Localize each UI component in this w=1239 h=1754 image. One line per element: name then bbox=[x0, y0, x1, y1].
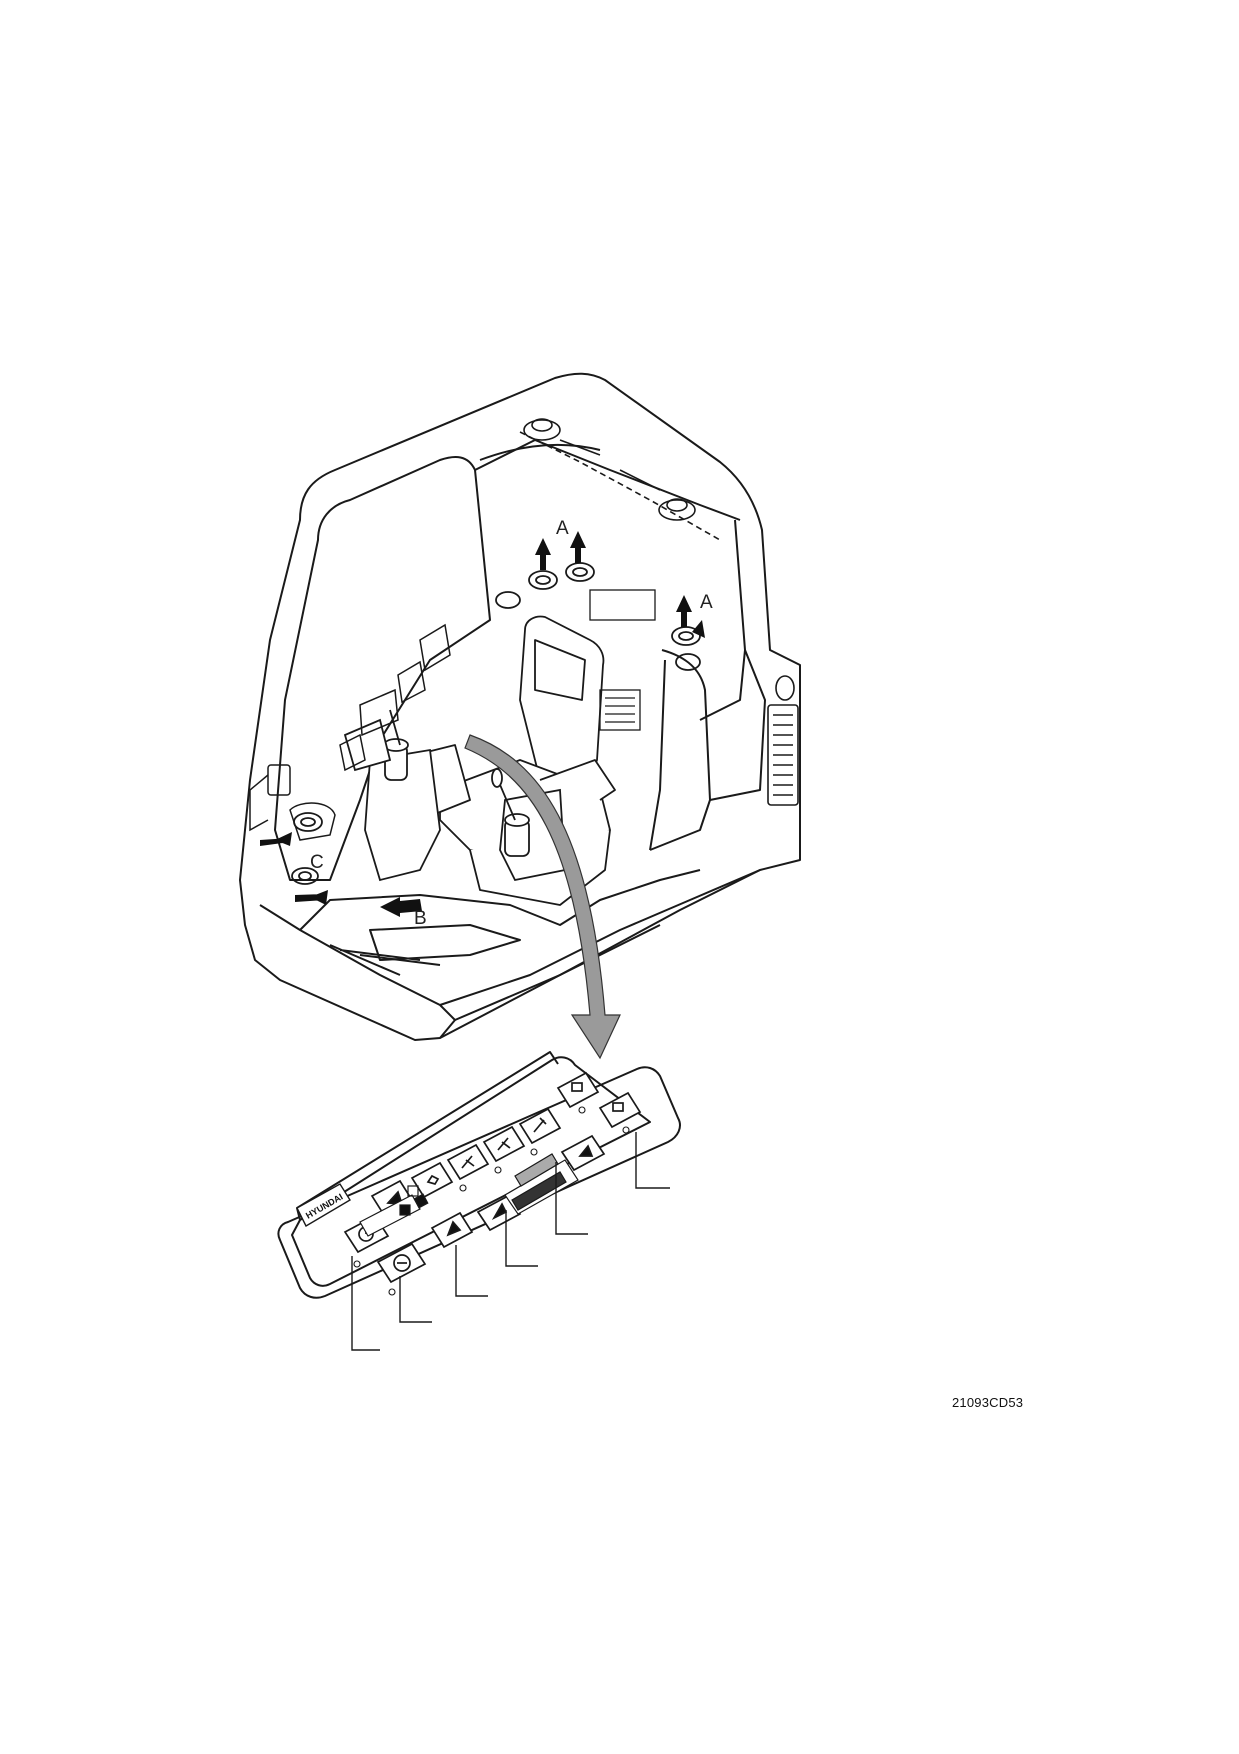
side-connector bbox=[767, 675, 799, 806]
cab-outline bbox=[239, 372, 801, 1041]
temp-display bbox=[359, 1185, 429, 1237]
defrost-front-button[interactable] bbox=[556, 1071, 600, 1109]
pointer-arrow bbox=[464, 734, 621, 1060]
callout-a-top: A bbox=[556, 518, 569, 539]
panel-buttons bbox=[343, 1071, 642, 1284]
mode-face-foot-button[interactable] bbox=[482, 1125, 526, 1163]
callout-c: C bbox=[310, 852, 324, 873]
callout-b: B bbox=[414, 908, 427, 929]
brand-plate: HYUNDAI bbox=[296, 1183, 351, 1227]
leader-lines bbox=[351, 1132, 670, 1351]
defrost-rear-button[interactable] bbox=[598, 1091, 642, 1129]
callout-a-right: A bbox=[700, 592, 713, 613]
airflow-arrows bbox=[260, 531, 705, 917]
fan-speed-display bbox=[504, 1153, 579, 1215]
aircon-control-panel bbox=[277, 1051, 681, 1299]
rear-wall-grille bbox=[589, 589, 656, 731]
left-wall-panels bbox=[249, 623, 451, 841]
left-console bbox=[343, 709, 441, 882]
panel-leds bbox=[353, 1106, 630, 1296]
temp-up-button[interactable] bbox=[430, 1211, 474, 1249]
recirc-button[interactable] bbox=[410, 1161, 454, 1199]
mode-face-button[interactable] bbox=[446, 1143, 490, 1181]
fan-up-button[interactable] bbox=[560, 1134, 606, 1172]
mode-foot-button[interactable] bbox=[518, 1107, 562, 1145]
fan-down-button[interactable] bbox=[476, 1194, 522, 1232]
roof-vents bbox=[519, 418, 721, 541]
auto-button[interactable] bbox=[376, 1242, 427, 1284]
figure-id: 21093CD53 bbox=[952, 1395, 1024, 1410]
